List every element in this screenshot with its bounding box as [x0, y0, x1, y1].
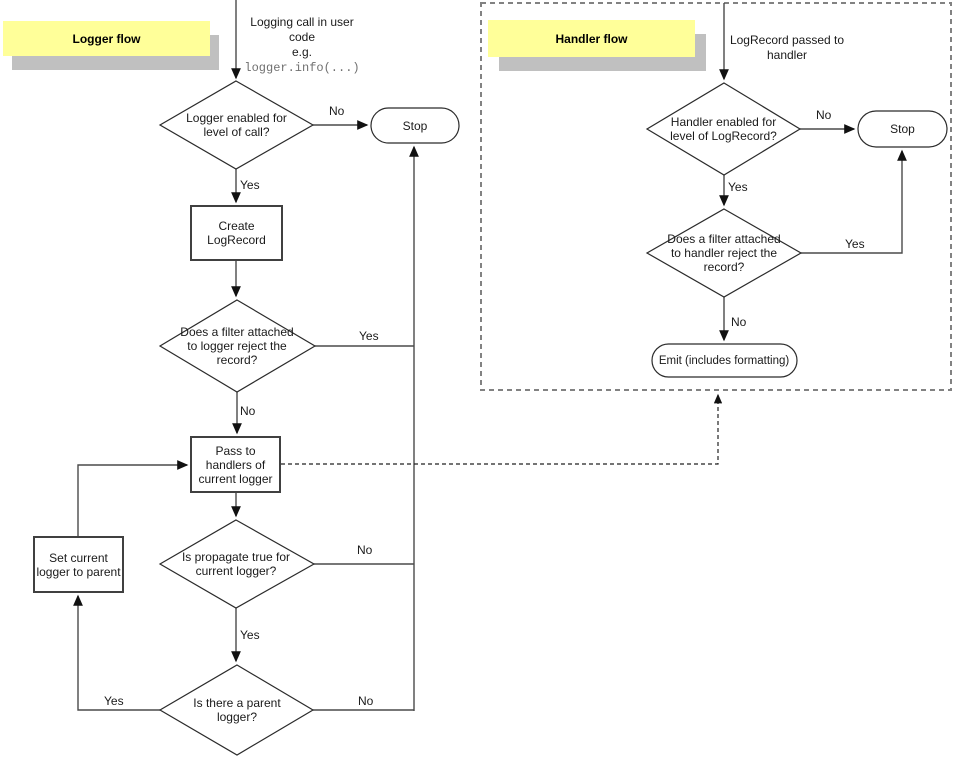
handler-stop-text: Stop — [890, 122, 915, 136]
rect-set-current-logger — [33, 536, 124, 593]
label-level-yes: Yes — [240, 178, 260, 192]
label-propagate-no: No — [357, 543, 373, 557]
create-logrecord-text: Create LogRecord — [207, 219, 266, 247]
label-handler-filter-yes: Yes — [845, 237, 865, 251]
edge-set-parent-to-pass — [77, 460, 189, 537]
edge-pass-to-handler-flow-dashed — [281, 393, 723, 465]
set-current-logger-text: Set current logger to parent — [36, 550, 121, 579]
logger-flow-connectors — [73, 0, 419, 711]
decision-handler-filter-text: Does a filter attached to handler reject… — [667, 232, 781, 274]
diamond-logger-level — [158, 80, 315, 170]
rect-create-logrecord — [190, 205, 283, 261]
logger-entry-label: Logging call in user code e.g. — [250, 15, 354, 59]
label-handler-level-yes: Yes — [728, 180, 748, 194]
handler-entry-label: LogRecord passed to handler — [729, 33, 845, 62]
edge-parent-yes-to-set-parent — [73, 594, 160, 711]
flowchart-shapes — [33, 80, 948, 756]
decision-logger-filter-text: Does a filter attached to logger reject … — [180, 325, 294, 367]
decision-logger-level-text: Logger enabled for level of call? — [186, 111, 287, 139]
diamond-handler-level — [645, 82, 802, 176]
logger-flow-title: Logger flow — [72, 31, 141, 46]
label-parent-yes: Yes — [104, 694, 124, 708]
stadium-handler-stop — [857, 110, 948, 148]
diamond-logger-filter — [158, 299, 317, 393]
diamond-propagate — [158, 519, 316, 609]
handler-flow-dashed-border — [480, 2, 952, 391]
label-filter-yes: Yes — [359, 329, 379, 343]
rect-pass-handlers — [190, 436, 281, 493]
handler-flow-connectors — [719, 3, 907, 342]
label-handler-level-no: No — [816, 108, 832, 122]
handler-flow-title-sticky: Handler flow — [488, 20, 695, 57]
label-propagate-yes: Yes — [240, 628, 260, 642]
decision-parent-text: Is there a parent logger? — [193, 696, 281, 724]
diamond-parent-logger — [158, 664, 315, 756]
logger-stop-text: Stop — [402, 118, 428, 133]
edge-handler-filter-yes-to-stop — [801, 149, 907, 254]
handler-flow-title: Handler flow — [555, 31, 628, 46]
diamond-handler-filter — [645, 208, 803, 298]
decision-propagate-text: Is propagate true for current logger? — [181, 550, 291, 578]
stadium-emit — [651, 343, 798, 378]
stadium-logger-stop — [370, 107, 460, 144]
label-handler-filter-no: No — [731, 315, 747, 329]
label-level-no: No — [329, 104, 345, 118]
pass-handlers-text: Pass to handlers of current logger — [198, 443, 273, 486]
label-filter-no: No — [240, 404, 256, 418]
logger-flow-title-sticky: Logger flow — [3, 21, 210, 56]
label-parent-no: No — [358, 694, 374, 708]
logger-entry-code: logger.info(...) — [244, 61, 360, 75]
emit-text: Emit (includes formatting) — [658, 354, 790, 367]
decision-handler-level-text: Handler enabled for level of LogRecord? — [670, 115, 777, 143]
